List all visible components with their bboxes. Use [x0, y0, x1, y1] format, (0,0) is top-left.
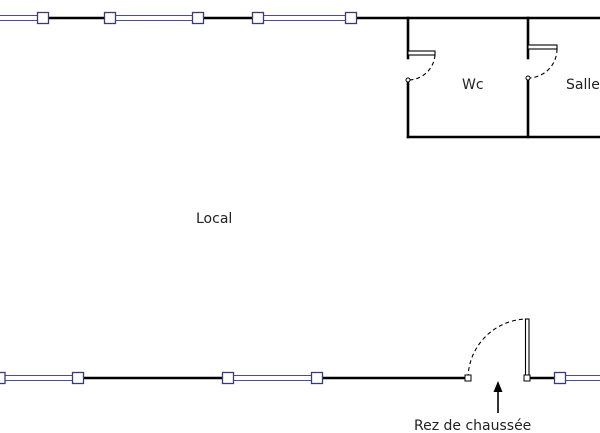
window-post — [251, 11, 265, 25]
window-post — [36, 11, 50, 25]
door-leaf — [527, 44, 558, 50]
door-leaf — [407, 50, 436, 56]
window-post — [103, 11, 117, 25]
salle-door[interactable] — [525, 44, 558, 81]
window-post — [0, 371, 6, 385]
room-label-wc: Wc — [462, 77, 484, 93]
entrance-door[interactable] — [464, 318, 531, 382]
bottom-windows — [0, 371, 567, 385]
floor-caption: Rez de chaussée — [414, 418, 531, 433]
door-hinge — [525, 75, 531, 81]
window-post — [344, 11, 358, 25]
window-post — [553, 371, 567, 385]
room-label-local: Local — [196, 211, 232, 227]
door-hinge — [464, 374, 472, 382]
room-label-salle: Salle — [566, 77, 600, 93]
door-swing — [467, 318, 526, 379]
door-swing — [527, 48, 558, 79]
top-wall — [0, 14, 600, 22]
top-windows — [36, 11, 358, 25]
window-post — [221, 371, 235, 385]
door-hinge — [523, 374, 531, 382]
window-post — [310, 371, 324, 385]
bottom-wall — [0, 374, 600, 382]
wc-door[interactable] — [405, 50, 436, 83]
door-leaf — [524, 318, 530, 379]
door-swing — [407, 54, 436, 81]
window-post — [71, 371, 85, 385]
door-hinge — [405, 77, 411, 83]
window-post — [191, 11, 205, 25]
entrance-arrow — [493, 381, 503, 413]
